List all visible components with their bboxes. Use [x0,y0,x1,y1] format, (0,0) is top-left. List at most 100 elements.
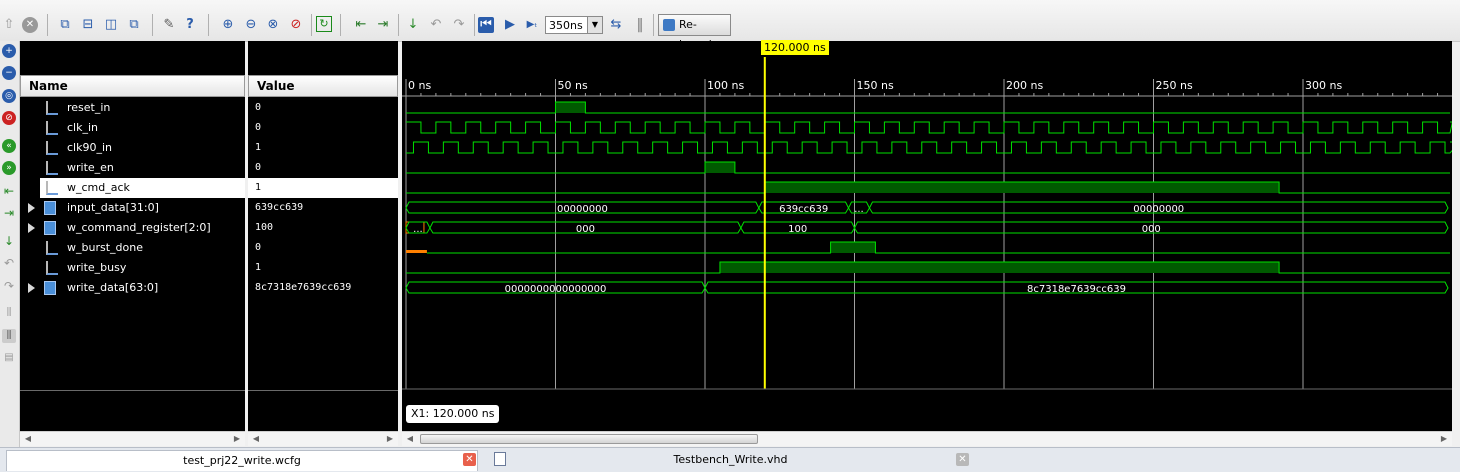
name-scrollbar[interactable]: ◀ ▶ [20,431,245,446]
signal-row[interactable]: clk_in [40,118,245,138]
bit-signal-icon [46,101,58,115]
scrollbar-thumb[interactable] [420,434,758,444]
previous-transition-icon[interactable]: ⇤ [355,17,367,32]
zoom-cursor-icon[interactable]: ⊘ [2,111,16,125]
step-over-icon[interactable]: ↶ [430,17,442,32]
time-tick-label: 100 ns [707,79,744,92]
run-all-icon[interactable]: ▶ [505,17,515,32]
go-to-end-icon[interactable]: » [2,161,16,175]
time-tick-label: 200 ns [1006,79,1043,92]
refresh-icon[interactable]: ↻ [316,16,332,32]
relaunch-button[interactable]: Re-launch [658,14,731,51]
tile-windows-icon[interactable]: ⧉ [129,17,139,32]
bus-segment [868,201,1449,214]
bus-value-label: 8c7318e7639cc639 [1027,284,1126,295]
expand-icon[interactable] [28,203,35,213]
signal-row[interactable]: reset_in [40,98,245,118]
zoom-fit-icon[interactable]: ⊗ [267,17,279,32]
time-unit-icon[interactable]: ⇆ [610,17,622,32]
tab-vhd[interactable]: Testbench_Write.vhd [673,453,788,466]
signal-row[interactable]: w_cmd_ack [40,178,245,198]
step-out-icon[interactable]: ↷ [453,17,465,32]
zoom-in-icon[interactable]: + [2,44,16,58]
signal-row[interactable]: write_en [40,158,245,178]
bit-waveform [406,121,1452,134]
signal-row[interactable]: w_command_register[2:0] [28,218,245,238]
signal-value: 639cc639 [255,202,304,213]
expand-icon[interactable] [28,223,35,233]
bus-signal-icon [44,281,56,295]
signal-name: input_data[31:0] [67,201,159,214]
bus-value-label: 000 [576,224,595,235]
signal-name: clk90_in [67,141,112,154]
swap-left-icon[interactable]: ↶ [3,256,15,270]
scroll-left-icon[interactable]: ◀ [24,434,32,443]
tab-wcfg[interactable]: test_prj22_write.wcfg [6,450,478,471]
high-fill [555,102,586,113]
split-horizontal-icon[interactable]: ⊟ [82,17,94,32]
next-transition-icon[interactable]: ⇥ [377,17,389,32]
scroll-left-icon[interactable]: ◀ [252,434,260,443]
restart-icon[interactable]: ⏮ [478,17,494,33]
zoom-in-icon[interactable]: ⊕ [222,17,234,32]
waveform-scrollbar[interactable]: ◀ ▶ [402,431,1452,446]
close-tab-icon[interactable]: ✕ [463,453,476,466]
zoom-to-cursor-icon[interactable]: ⊘ [290,17,302,32]
cursor-readout: X1: 120.000 ns [406,405,500,423]
run-for-time-icon[interactable]: ▶ₜ [526,19,538,30]
name-column-header[interactable]: Name [20,75,245,97]
zoom-fit-icon[interactable]: ◎ [2,89,16,103]
value-column-header[interactable]: Value [248,75,398,97]
new-window-icon[interactable]: ⧉ [60,17,70,32]
bus-signal-icon [44,221,56,235]
time-tick-label: 150 ns [857,79,894,92]
zoom-out-icon[interactable]: − [2,66,16,80]
pause-icon[interactable]: ‖ [636,17,644,33]
wrench-icon[interactable]: ✎ [163,17,175,32]
scroll-left-icon[interactable]: ◀ [406,434,414,443]
signal-row[interactable]: write_busy [40,258,245,278]
bus-value-label: 639cc639 [779,204,828,215]
expand-icon[interactable] [28,283,35,293]
signal-row[interactable]: clk90_in [40,138,245,158]
zoom-out-icon[interactable]: ⊖ [245,17,257,32]
swap-right-icon[interactable]: ↷ [3,279,15,293]
time-tick-label: 300 ns [1305,79,1342,92]
signal-value: 1 [255,142,262,153]
close-tab-icon[interactable]: ✕ [956,453,969,466]
signal-row[interactable]: write_data[63:0] [28,278,245,298]
cancel-icon[interactable]: ✕ [22,17,38,33]
up-arrow-icon[interactable]: ⇧ [3,17,15,32]
go-to-start-icon[interactable]: « [2,139,16,153]
split-vertical-icon[interactable]: ◫ [104,17,118,32]
help-icon[interactable]: ? [186,17,194,32]
add-marker-icon[interactable]: ↓ [3,234,15,248]
cursor-time-label: 120.000 ns [761,40,829,55]
next-marker-icon[interactable]: ⇥ [3,206,15,220]
run-time-input[interactable]: 350ns▼ [545,16,603,34]
scroll-right-icon[interactable]: ▶ [1440,434,1448,443]
bus-value-label: ... [413,224,423,235]
time-tick-label: 250 ns [1156,79,1193,92]
snap-icon[interactable]: ⫼ [6,307,12,318]
previous-marker-icon[interactable]: ⇤ [3,184,15,198]
relaunch-icon [663,19,675,31]
editor-tab-bar: test_prj22_write.wcfg ✕ Testbench_Write.… [0,447,1460,472]
signal-row[interactable]: w_burst_done [40,238,245,258]
step-icon[interactable]: ↓ [407,17,419,32]
signal-value: 8c7318e7639cc639 [255,282,352,293]
file-icon [494,452,506,466]
signal-row[interactable]: input_data[31:0] [28,198,245,218]
ruler-icon[interactable]: ▤ [4,352,14,363]
bus-value-label: 00000000 [557,204,608,215]
scroll-right-icon[interactable]: ▶ [233,434,241,443]
scroll-right-icon[interactable]: ▶ [386,434,394,443]
value-scrollbar[interactable]: ◀ ▶ [248,431,398,446]
bit-waveform [426,241,1450,254]
chevron-down-icon[interactable]: ▼ [587,17,602,33]
bus-value-label: 100 [788,224,807,235]
floating-ruler-icon[interactable]: ⫼ [2,329,16,343]
